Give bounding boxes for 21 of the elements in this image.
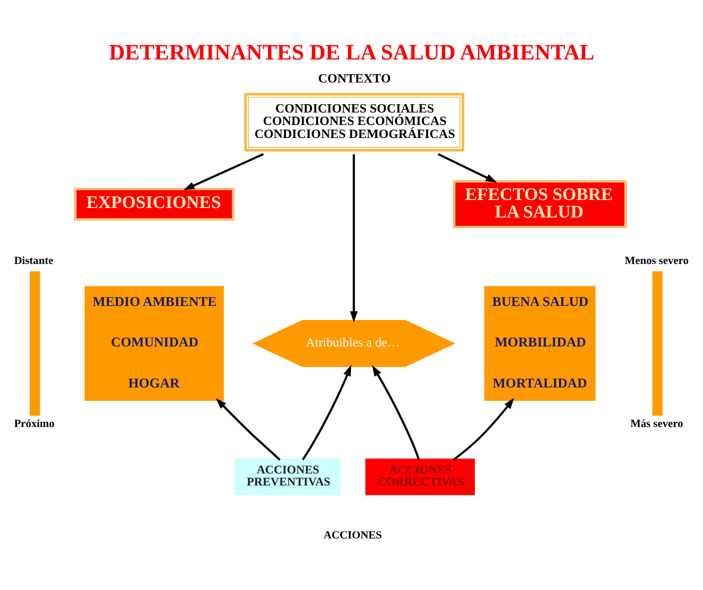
node-box: EXPOSICIONES: [74, 187, 234, 220]
label: Próximo: [14, 418, 55, 430]
label: Más severo: [630, 418, 684, 430]
label: Menos severo: [624, 254, 689, 266]
arrow: [216, 398, 281, 460]
arrow: [372, 364, 420, 460]
arrow: [183, 152, 264, 190]
node-box: MEDIO AMBIENTE COMUNIDAD HOGAR: [84, 286, 224, 400]
node-label: CONTEXTO: [318, 71, 391, 86]
arrow: [302, 364, 352, 460]
node-box: CONDICIONES SOCIALES CONDICIONES ECONÓMICAS CONDICIONES DEMOGRÁFICAS: [244, 92, 464, 152]
label: Distante: [14, 254, 54, 266]
arrow: [438, 152, 497, 182]
node-box: BUENA SALUD MORBILIDAD MORTALIDAD: [484, 286, 596, 400]
node-box: ACCIONES CORRECTIVAS: [365, 458, 475, 495]
node-box: EFECTOS SOBRE LA SALUD: [452, 179, 627, 228]
diagram-title: DETERMINANTES DE LA SALUD AMBIENTAL: [108, 39, 594, 64]
node-box: ACCIONES PREVENTIVAS: [234, 458, 341, 495]
arrow: [350, 154, 358, 322]
label: ACCIONES: [324, 528, 382, 541]
arrow: [452, 397, 514, 460]
